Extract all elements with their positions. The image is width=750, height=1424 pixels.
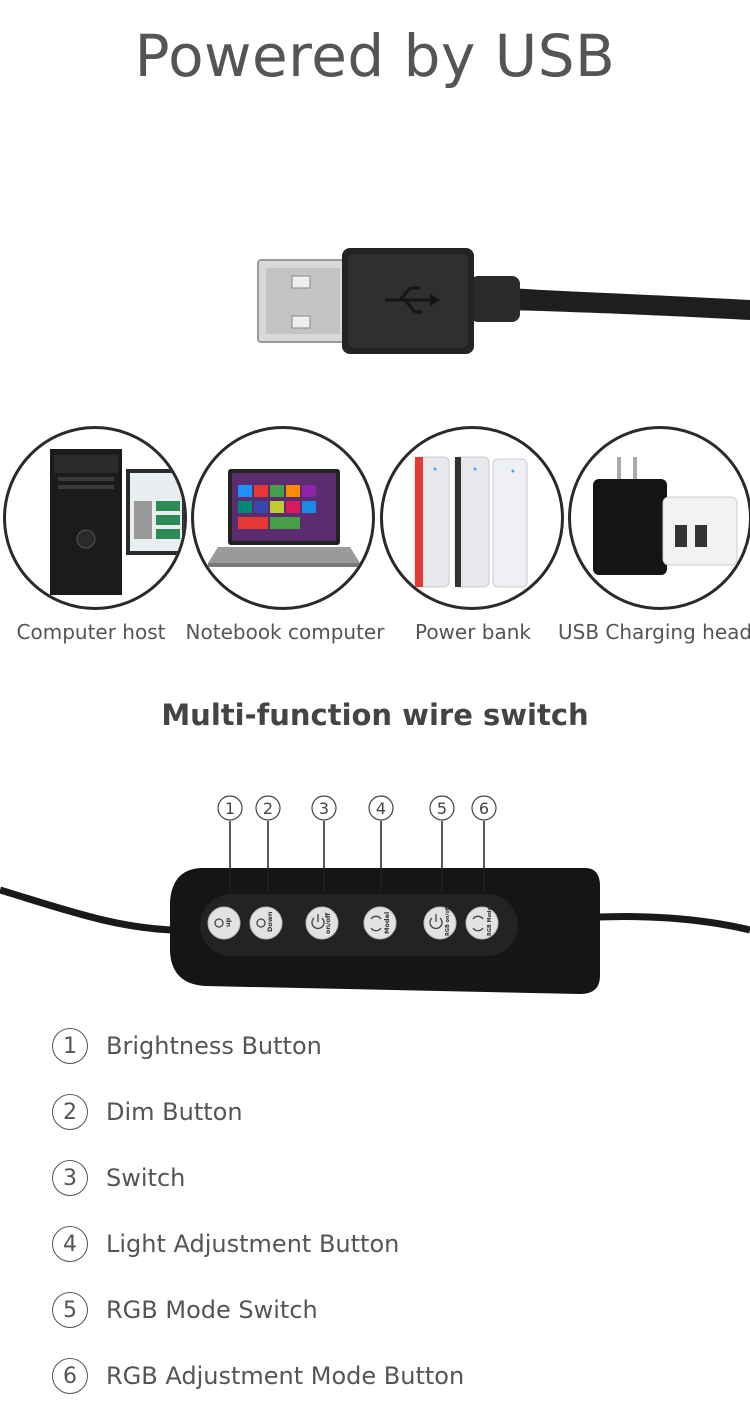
callout-1: 1 [225, 799, 235, 818]
legend-item-6: 6 RGB Adjustment Mode Button [52, 1356, 464, 1396]
legend-text: Brightness Button [106, 1032, 322, 1060]
section-title: Multi-function wire switch [161, 698, 589, 732]
legend-item-1: 1 Brightness Button [52, 1026, 322, 1066]
power-icon [305, 906, 339, 940]
power-bank-image [380, 426, 564, 610]
callout-2: 2 [263, 799, 273, 818]
legend-number: 2 [52, 1094, 88, 1130]
usb-plug-illustration [257, 248, 750, 354]
legend-number: 5 [52, 1292, 88, 1328]
legend-item-5: 5 RGB Mode Switch [52, 1290, 318, 1330]
legend-text: Switch [106, 1164, 186, 1192]
callout-4: 4 [376, 799, 386, 818]
callout-6: 6 [479, 799, 489, 818]
button-label-rgb-onoff: RGB on/off [445, 905, 451, 936]
power-icon [423, 906, 457, 940]
device-label-usb-charging-head: USB Charging head [558, 620, 750, 644]
page-title: Powered by USB [134, 22, 616, 90]
legend-text: RGB Adjustment Mode Button [106, 1362, 465, 1390]
legend-number: 3 [52, 1160, 88, 1196]
brightness-down-icon [249, 906, 283, 940]
button-label-rgb-mode: RGB Mode [487, 907, 493, 936]
notebook-computer-image [191, 426, 375, 610]
device-label-computer-host: Computer host [16, 620, 166, 644]
legend-text: RGB Mode Switch [106, 1296, 318, 1324]
button-label-model: Model [383, 912, 391, 934]
callout-3: 3 [319, 799, 329, 818]
device-label-notebook-computer: Notebook computer [185, 620, 385, 644]
callout-5: 5 [437, 799, 447, 818]
legend-text: Dim Button [106, 1098, 243, 1126]
legend-number: 1 [52, 1028, 88, 1064]
brightness-up-icon [207, 906, 241, 940]
usb-charging-head-image [568, 426, 750, 610]
cycle-icon [363, 906, 397, 940]
legend-text: Light Adjustment Button [106, 1230, 400, 1258]
button-label-onoff: on/off [324, 912, 332, 934]
legend-item-2: 2 Dim Button [52, 1092, 243, 1132]
cycle-icon [465, 906, 499, 940]
device-label-power-bank: Power bank [414, 620, 532, 644]
legend-number: 4 [52, 1226, 88, 1262]
button-label-up: up [224, 917, 232, 927]
legend-item-3: 3 Switch [52, 1158, 185, 1198]
legend-number: 6 [52, 1358, 88, 1394]
legend-item-4: 4 Light Adjustment Button [52, 1224, 399, 1264]
computer-host-image [3, 426, 187, 610]
wire-switch-diagram: 1 2 3 4 5 6 up Down on/off Model RGB on/… [0, 795, 750, 994]
button-label-down: Down [266, 911, 274, 932]
